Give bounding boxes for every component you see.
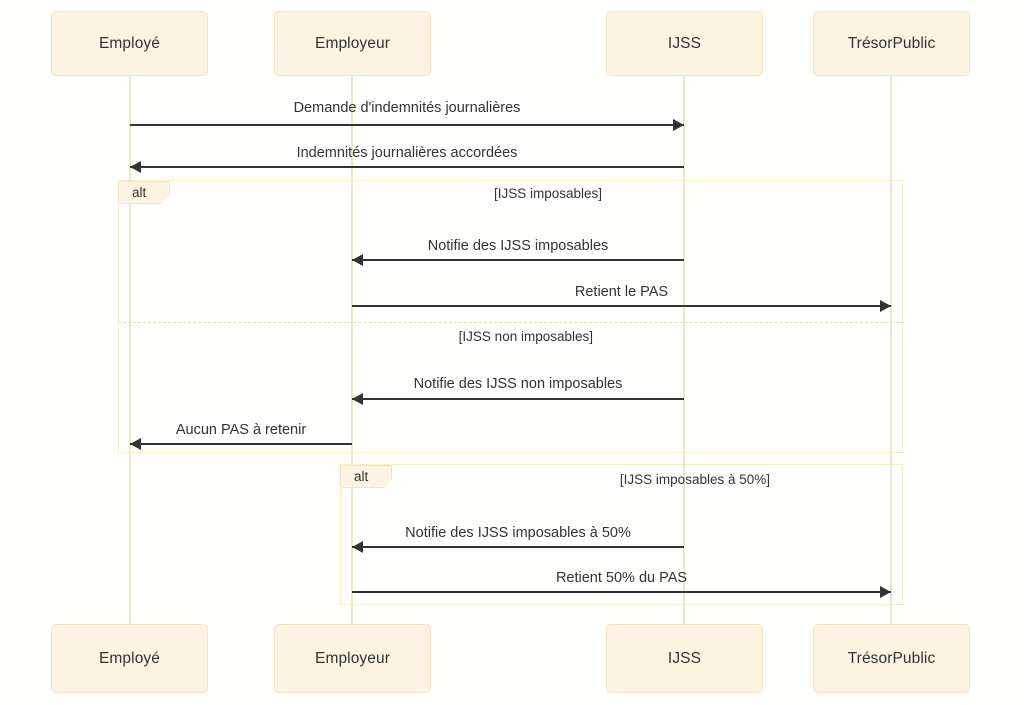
message-line-m5 — [352, 398, 684, 400]
arrow-head-right-icon — [880, 300, 891, 312]
lifeline-employe — [129, 76, 131, 624]
arrow-head-left-icon — [130, 161, 141, 173]
message-label-m6: Aucun PAS à retenir — [175, 422, 307, 438]
participant-label: IJSS — [667, 34, 702, 52]
participant-label: Employé — [98, 649, 160, 667]
fragment-condition: [IJSS imposables] — [493, 186, 602, 201]
message-line-m2 — [130, 166, 684, 168]
message-line-m8 — [352, 591, 891, 593]
message-label-m1: Demande d'indemnités journalières — [293, 100, 521, 116]
arrow-head-right-icon — [673, 119, 684, 131]
message-line-m6 — [130, 443, 352, 445]
participant-label: Employeur — [315, 649, 390, 667]
message-label-m2: Indemnités journalières accordées — [296, 145, 518, 161]
participant-top-ijss[interactable]: IJSS — [606, 11, 763, 76]
arrow-head-left-icon — [352, 393, 363, 405]
message-line-m7 — [352, 546, 684, 548]
participant-label: Employeur — [315, 34, 390, 52]
message-label-m8: Retient 50% du PAS — [555, 570, 688, 586]
fragment-divider — [118, 322, 903, 323]
participant-label: TrésorPublic — [847, 34, 936, 52]
message-line-m1 — [130, 124, 684, 126]
fragment-condition: [IJSS non imposables] — [458, 329, 593, 344]
message-label-m3: Notifie des IJSS imposables — [427, 238, 609, 254]
participant-top-tresorpublic[interactable]: TrésorPublic — [813, 11, 970, 76]
arrow-head-left-icon — [352, 254, 363, 266]
fragment-tag-alt2: alt — [340, 465, 392, 488]
fragment-condition: [IJSS imposables à 50%] — [619, 472, 770, 487]
arrow-head-left-icon — [130, 438, 141, 450]
participant-label: IJSS — [667, 649, 702, 667]
message-line-m3 — [352, 259, 684, 261]
message-label-m4: Retient le PAS — [574, 284, 669, 300]
participant-label: Employé — [98, 34, 160, 52]
participant-bottom-employeur[interactable]: Employeur — [274, 624, 431, 693]
lifeline-ijss — [683, 76, 685, 624]
lifeline-employeur — [351, 76, 353, 624]
fragment-tag-alt1: alt — [118, 181, 170, 204]
arrow-head-left-icon — [352, 541, 363, 553]
arrow-head-right-icon — [880, 586, 891, 598]
message-line-m4 — [352, 305, 891, 307]
participant-bottom-ijss[interactable]: IJSS — [606, 624, 763, 693]
lifeline-tresorpublic — [890, 76, 892, 624]
participant-top-employeur[interactable]: Employeur — [274, 11, 431, 76]
message-label-m5: Notifie des IJSS non imposables — [413, 376, 623, 392]
participant-top-employe[interactable]: Employé — [51, 11, 208, 76]
participant-bottom-tresorpublic[interactable]: TrésorPublic — [813, 624, 970, 693]
participant-bottom-employe[interactable]: Employé — [51, 624, 208, 693]
participant-label: TrésorPublic — [847, 649, 936, 667]
message-label-m7: Notifie des IJSS imposables à 50% — [405, 525, 631, 541]
fragment-alt1 — [118, 180, 903, 453]
